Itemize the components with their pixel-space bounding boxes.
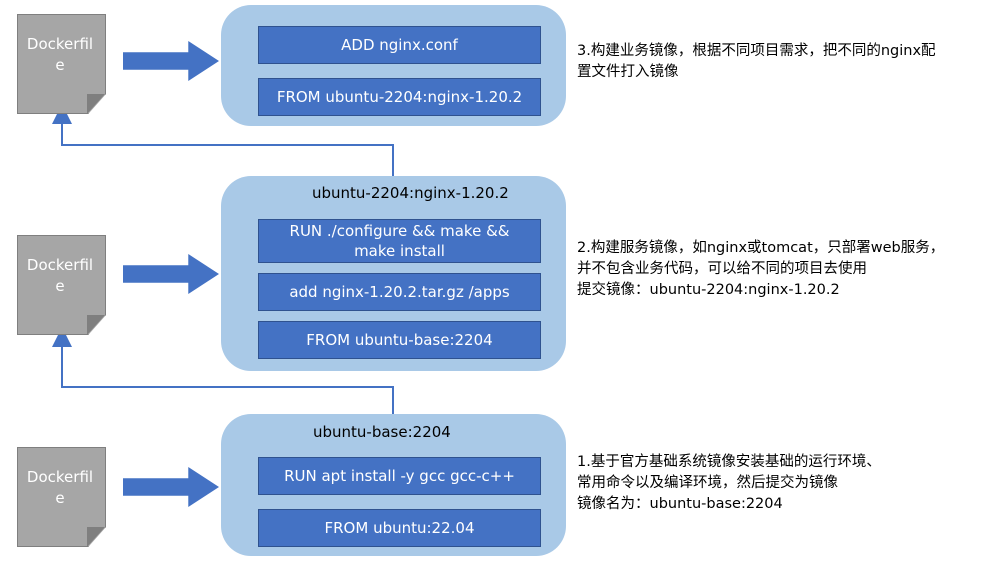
note-step-2-line-1: 2.构建服务镜像，如nginx或tomcat，只部署web服务， (577, 240, 945, 256)
connector-top (52, 104, 394, 176)
command-from-ubuntu-base: FROM ubuntu-base:2204 (258, 321, 541, 359)
command-run-apt-install: RUN apt install -y gcc gcc-c++ (258, 457, 541, 495)
dockerfile-doc-middle-label: Dockerfile (26, 256, 94, 295)
command-from-ubuntu: FROM ubuntu:22.04 (258, 509, 541, 547)
command-add-nginx-tar: add nginx-1.20.2.tar.gz /apps (258, 273, 541, 311)
command-from-ubuntu-nginx: FROM ubuntu-2204:nginx-1.20.2 (258, 78, 541, 116)
note-step-2-line-3: 提交镜像：ubuntu-2204:nginx-1.20.2 (577, 282, 840, 298)
note-step-2-line-2: 并不包含业务代码，可以给不同的项目去使用 (577, 261, 867, 277)
note-step-1-line-2: 常用命令以及编译环境，然后提交为镜像 (577, 475, 838, 491)
note-step-1-line-3: 镜像名为：ubuntu-base:2204 (577, 496, 783, 512)
note-step-1-line-1: 1.基于官方基础系统镜像安装基础的运行环境、 (577, 454, 881, 470)
note-step-3-line-2: 置文件打入镜像 (577, 64, 679, 80)
note-step-2: 2.构建服务镜像，如nginx或tomcat，只部署web服务， 并不包含业务代… (577, 238, 944, 301)
note-step-3-line-1: 3.构建业务镜像，根据不同项目需求，把不同的nginx配 (577, 43, 936, 59)
note-step-1: 1.基于官方基础系统镜像安装基础的运行环境、 常用命令以及编译环境，然后提交为镜… (577, 452, 881, 515)
dockerfile-doc-bottom-label: Dockerfile (26, 468, 94, 507)
connector-bottom (52, 327, 394, 414)
dockerfile-doc-top-label: Dockerfile (26, 35, 94, 74)
command-run-configure: RUN ./configure && make && make install (258, 219, 541, 263)
group-service-image-title: ubuntu-2204:nginx-1.20.2 (312, 184, 509, 202)
note-step-3: 3.构建业务镜像，根据不同项目需求，把不同的nginx配 置文件打入镜像 (577, 41, 936, 83)
group-base-image-title: ubuntu-base:2204 (313, 423, 451, 441)
command-add-nginx-conf: ADD nginx.conf (258, 26, 541, 64)
